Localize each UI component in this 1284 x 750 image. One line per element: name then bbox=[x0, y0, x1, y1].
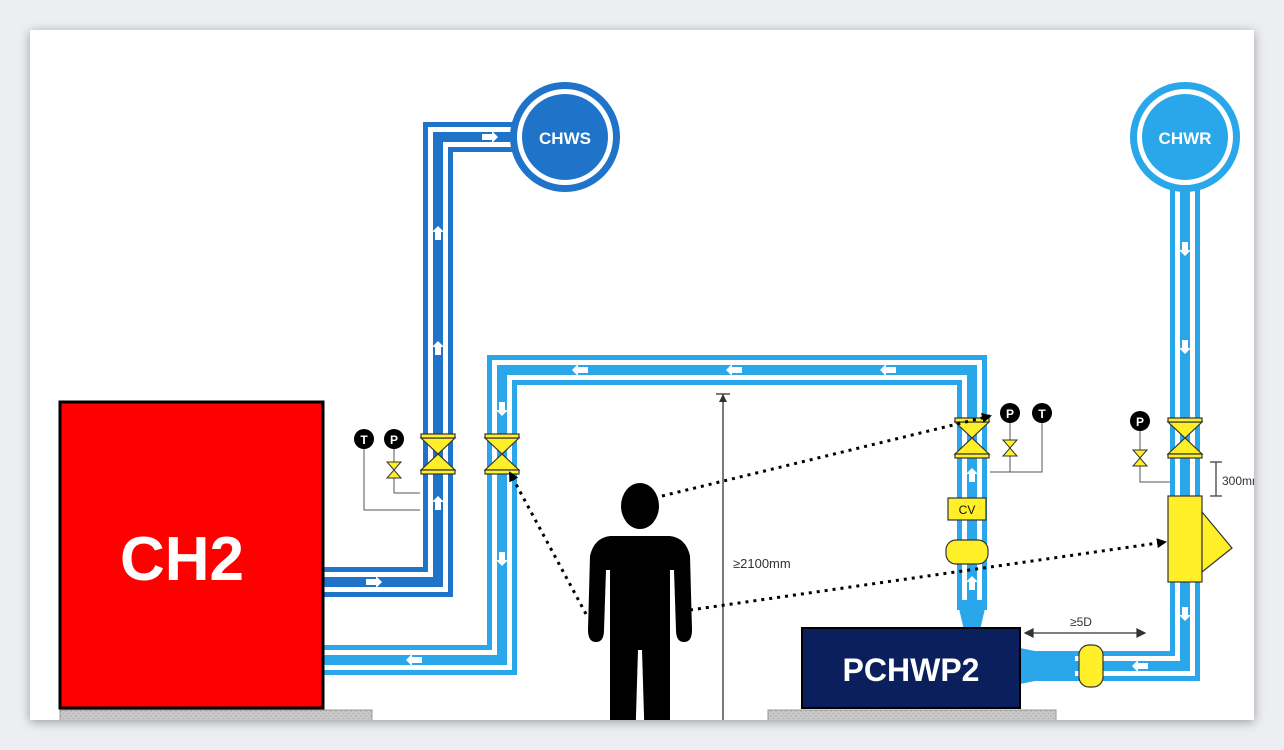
pressure-gauge-label: P bbox=[390, 433, 398, 447]
flow-arrow-right-icon bbox=[366, 576, 382, 588]
pump-label: PCHWP2 bbox=[843, 652, 980, 688]
flow-arrow-up-icon bbox=[432, 341, 444, 355]
chwr-header bbox=[1130, 82, 1240, 192]
pressure-gauge-chwr bbox=[1130, 411, 1150, 431]
flow-arrow-up-icon bbox=[432, 496, 444, 510]
pressure-gauge-pump bbox=[1000, 403, 1020, 423]
flow-arrow-left-icon bbox=[1132, 660, 1148, 672]
flow-arrow-down-icon bbox=[1179, 607, 1191, 621]
flow-arrow-up-icon bbox=[432, 226, 444, 240]
flow-arrow-left-icon bbox=[406, 654, 422, 666]
pressure-gauge-supply bbox=[384, 429, 404, 449]
temperature-gauge-label: T bbox=[1038, 407, 1046, 421]
reducer-taper bbox=[1020, 648, 1050, 684]
flow-arrow-down-icon bbox=[1179, 242, 1191, 256]
chilled-water-piping-diagram: ≥2100mm CHWS bbox=[58, 82, 1254, 720]
flow-arrow-left-icon bbox=[880, 364, 896, 376]
chws-label: CHWS bbox=[539, 129, 591, 148]
gauge-valve bbox=[385, 439, 1149, 479]
chiller-ch2 bbox=[58, 400, 325, 710]
pump-pchwp2 bbox=[801, 627, 1021, 709]
flow-arrow-left-icon bbox=[572, 364, 588, 376]
valve-clearance-dimension bbox=[1210, 461, 1222, 497]
temperature-gauge-label: T bbox=[360, 433, 368, 447]
flow-arrow-up-icon bbox=[966, 576, 978, 590]
isolation-valve-return bbox=[483, 433, 521, 475]
headroom-label: ≥2100mm bbox=[733, 556, 791, 571]
diagram-slide: ≥2100mm CHWS bbox=[30, 30, 1254, 720]
pump-plinth bbox=[767, 709, 1057, 720]
chws-header bbox=[510, 82, 620, 192]
isolation-valve-chwr bbox=[1166, 417, 1204, 459]
flow-arrow-down-icon bbox=[1179, 340, 1191, 354]
flow-arrow-right-icon bbox=[482, 131, 498, 143]
strainer bbox=[1167, 495, 1233, 583]
sight-lines bbox=[508, 413, 1167, 615]
temperature-gauge-pump bbox=[1032, 403, 1052, 423]
flexible-connector-pump-inlet bbox=[1078, 644, 1104, 688]
instrument-lines bbox=[363, 422, 1170, 511]
chwr-label: CHWR bbox=[1159, 129, 1212, 148]
valve-clearance-label: 300mm bbox=[1222, 474, 1254, 488]
chiller-label: CH2 bbox=[120, 525, 244, 594]
flow-arrow-down-icon bbox=[496, 552, 508, 566]
return-flow-arrows bbox=[1132, 242, 1191, 672]
chwr-pipe bbox=[1070, 175, 1200, 681]
headroom-dimension bbox=[716, 393, 730, 720]
flow-arrow-up-icon bbox=[966, 468, 978, 482]
straight-run-dimension bbox=[1023, 628, 1147, 638]
straight-run-label: ≥5D bbox=[1070, 615, 1092, 629]
loop-flow-arrows bbox=[406, 364, 978, 666]
person-silhouette-icon bbox=[588, 483, 692, 720]
isolation-valve-supply bbox=[419, 433, 457, 475]
pressure-gauge-label: P bbox=[1006, 407, 1014, 421]
control-valve bbox=[947, 497, 987, 521]
pressure-gauge-label: P bbox=[1136, 415, 1144, 429]
chiller-plinth bbox=[59, 709, 373, 720]
flow-arrow-left-icon bbox=[726, 364, 742, 376]
pump-suction-reducer bbox=[957, 600, 987, 630]
isolation-valve-pump bbox=[953, 417, 991, 459]
temperature-gauge-supply bbox=[354, 429, 374, 449]
flexible-connector-pump-suction bbox=[945, 539, 989, 565]
supply-flow-arrows bbox=[366, 131, 498, 588]
flow-arrow-down-icon bbox=[496, 402, 508, 416]
control-valve-label: CV bbox=[959, 503, 976, 517]
